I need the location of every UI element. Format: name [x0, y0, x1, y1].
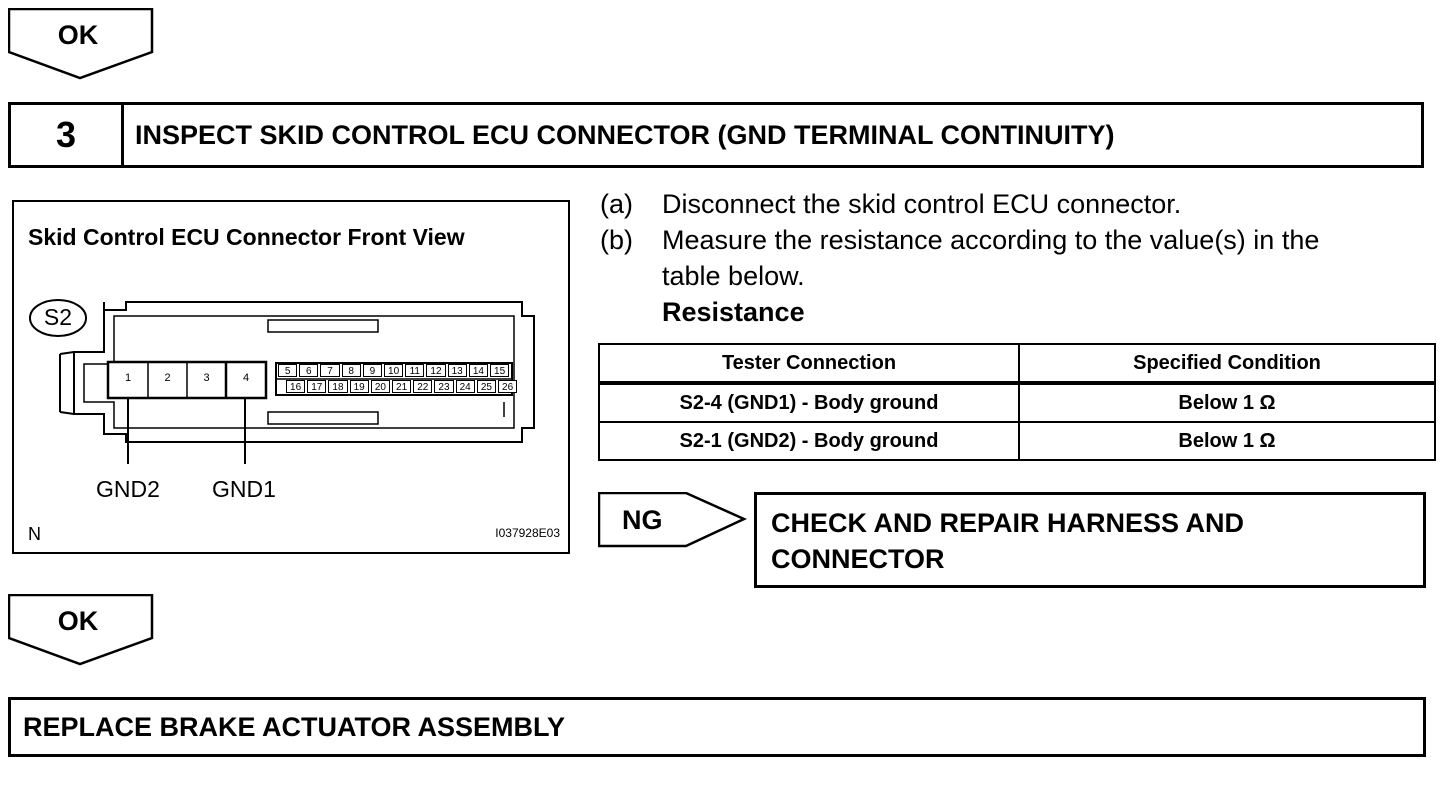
small-pin-label: 7 [320, 364, 340, 377]
ng-result-line2: CONNECTOR [771, 544, 945, 574]
step-title: INSPECT SKID CONTROL ECU CONNECTOR (GND … [135, 119, 1115, 150]
big-pin-label: 1 [124, 372, 132, 384]
ng-label: NG [622, 505, 663, 535]
small-pin-label: 12 [426, 364, 446, 377]
small-pin-label: 25 [476, 380, 496, 393]
ng-arrow [598, 492, 748, 548]
step-header: 3 INSPECT SKID CONTROL ECU CONNECTOR (GN… [8, 102, 1424, 168]
instruction-b-line1: Measure the resistance according to the … [662, 225, 1320, 255]
resistance-table: Tester Connection Specified Condition S2… [598, 343, 1436, 461]
small-pin-label: 23 [434, 380, 454, 393]
table-header: Tester Connection [598, 343, 1020, 384]
table-cell: Below 1 Ω [1018, 381, 1436, 423]
corner-letter: N [28, 524, 41, 544]
connector-id-badge: S2 [43, 304, 73, 330]
ok-arrow-top [8, 8, 154, 80]
small-pin-label: 21 [392, 380, 412, 393]
small-pin-label: 22 [413, 380, 433, 393]
final-action-box: REPLACE BRAKE ACTUATOR ASSEMBLY [8, 697, 1426, 757]
connector-diagram: Skid Control ECU Connector Front View S2… [12, 200, 570, 554]
ok-label-bottom: OK [57, 606, 99, 636]
small-pin-label: 16 [286, 380, 306, 393]
table-cell: S2-1 (GND2) - Body ground [598, 421, 1020, 461]
small-pin-label: 24 [455, 380, 475, 393]
table-cell: S2-4 (GND1) - Body ground [598, 381, 1020, 423]
small-pin-label: 20 [370, 380, 390, 393]
small-pin-label: 26 [498, 380, 518, 393]
table-header: Specified Condition [1018, 343, 1436, 384]
small-pin-label: 17 [307, 380, 327, 393]
small-pin-label: 15 [490, 364, 510, 377]
resistance-heading: Resistance [662, 297, 805, 327]
gnd1-label: GND1 [212, 476, 276, 502]
table-row: S2-4 (GND1) - Body ground Below 1 Ω [598, 381, 1436, 423]
small-pin-label: 19 [349, 380, 369, 393]
instruction-a-marker: (a) [600, 189, 633, 219]
small-pin-label: 13 [447, 364, 467, 377]
table-row: S2-1 (GND2) - Body ground Below 1 Ω [598, 421, 1436, 461]
gnd2-label: GND2 [96, 476, 160, 502]
instruction-b-line2: table below. [662, 261, 805, 291]
small-pin-label: 14 [468, 364, 488, 377]
small-pin-label: 9 [362, 364, 382, 377]
step-number: 3 [11, 105, 124, 165]
table-header-row: Tester Connection Specified Condition [598, 343, 1436, 384]
table-cell: Below 1 Ω [1018, 421, 1436, 461]
small-pin-label: 6 [299, 364, 319, 377]
big-pin-label: 2 [164, 372, 171, 384]
small-pin-label: 10 [384, 364, 404, 377]
ok-arrow-bottom [8, 594, 154, 666]
big-pin-label: 4 [242, 372, 250, 384]
figure-code: I037928E03 [495, 526, 560, 540]
instruction-b-marker: (b) [600, 225, 633, 255]
small-pin-label: 11 [405, 364, 425, 377]
small-pin-label: 18 [328, 380, 348, 393]
instruction-a-text: Disconnect the skid control ECU connecto… [662, 189, 1182, 219]
small-pin-label: 8 [341, 364, 361, 377]
ng-result-box: CHECK AND REPAIR HARNESS AND CONNECTOR [754, 492, 1426, 588]
ng-result-line1: CHECK AND REPAIR HARNESS AND [771, 508, 1245, 538]
diagram-title: Skid Control ECU Connector Front View [28, 224, 465, 250]
small-pin-label: 5 [278, 364, 298, 377]
big-pin-label: 3 [203, 372, 210, 384]
final-action-text: REPLACE BRAKE ACTUATOR ASSEMBLY [23, 711, 566, 742]
ok-label-top: OK [57, 20, 99, 50]
